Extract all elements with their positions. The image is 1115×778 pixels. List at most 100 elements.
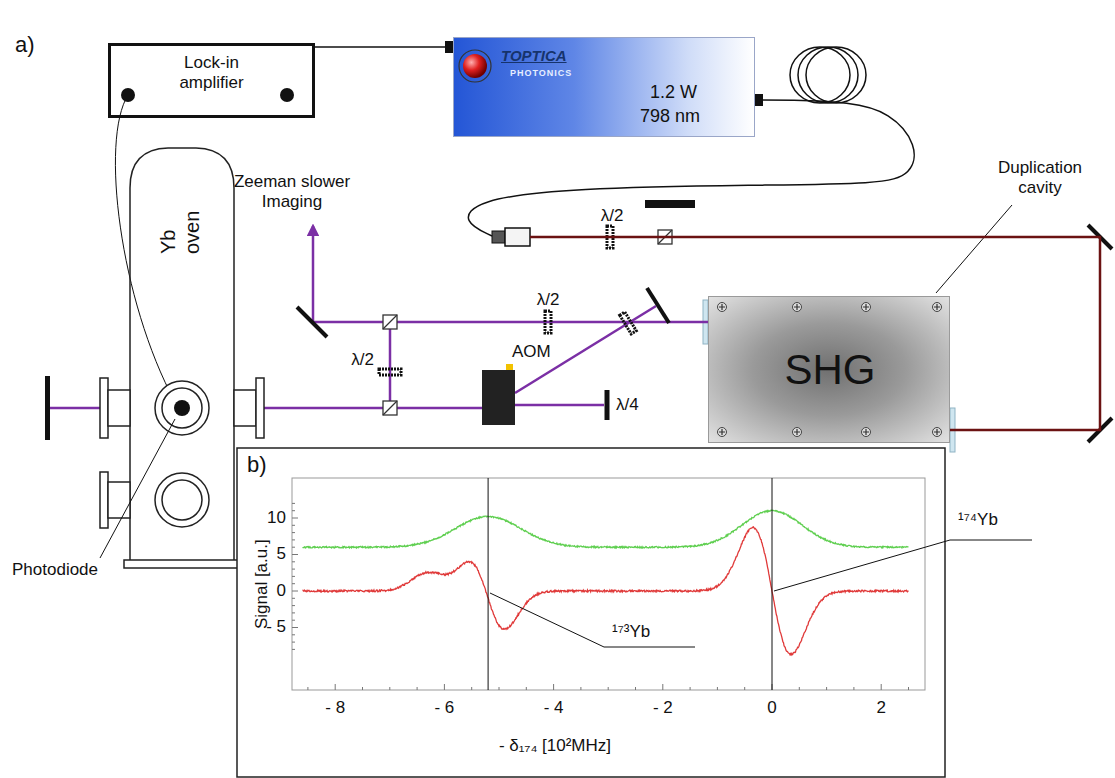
x-tick <box>608 687 609 690</box>
y-tick <box>292 539 295 540</box>
isotope-label: ¹⁷⁴Yb <box>958 510 998 530</box>
component-label: Photodiode <box>12 560 98 580</box>
y-tick <box>292 634 295 635</box>
screw <box>933 428 942 437</box>
laser-wavelength: 798 nm <box>640 106 700 128</box>
chamber-flange <box>124 560 240 568</box>
absorption-curve <box>302 510 908 548</box>
rf-connector <box>506 364 513 370</box>
x-tick-label: 2 <box>876 698 885 718</box>
viewport-flange <box>155 473 209 527</box>
x-tick <box>580 687 581 690</box>
x-tick <box>717 687 718 690</box>
box-title: Lock-in amplifier <box>152 46 272 94</box>
shg-cavity-box: SHG <box>708 296 950 443</box>
violet-beam <box>515 404 604 407</box>
laser-power: 1.2 W <box>650 82 697 104</box>
wave-plate <box>620 312 637 334</box>
svg-g <box>383 230 672 415</box>
chamber-arm <box>108 390 130 426</box>
cable-connector <box>445 41 453 53</box>
x-tick <box>444 684 445 690</box>
y-tick <box>292 620 295 621</box>
violet-beam-arrow <box>312 226 315 322</box>
screw <box>793 303 802 312</box>
oven-outline <box>130 148 234 385</box>
chamber-flange <box>256 378 264 438</box>
y-tick <box>292 627 298 628</box>
fiber-coil <box>798 47 858 103</box>
x-tick-label: - 8 <box>325 698 345 718</box>
y-tick <box>292 525 295 526</box>
mirror <box>647 288 669 323</box>
node-outline <box>130 147 234 385</box>
wave-plate-label: λ/2 <box>351 350 374 370</box>
resonance-marker <box>772 478 773 690</box>
x-tick <box>799 687 800 690</box>
y-tick <box>292 605 295 606</box>
x-tick <box>662 684 663 690</box>
x-tick-label: - 2 <box>653 698 673 718</box>
logo-ring <box>459 50 491 82</box>
wave-plate-label: λ/4 <box>616 395 639 415</box>
wave-plate-label: λ/2 <box>601 206 624 226</box>
component-label: Duplication cavity <box>985 158 1095 199</box>
screw <box>793 428 802 437</box>
chamber-arm <box>234 390 256 426</box>
viewport <box>162 480 202 520</box>
half-wave-plate <box>545 311 551 333</box>
wave-plate-label: λ/2 <box>537 290 560 310</box>
x-tick <box>526 687 527 690</box>
violet-beam <box>389 322 392 408</box>
y-tick <box>292 532 295 533</box>
chamber-arm <box>108 482 130 518</box>
y-tick <box>292 547 295 548</box>
beam-splitter-cube <box>383 315 397 329</box>
logo-ball <box>463 54 487 78</box>
beam-splitter-cube <box>383 401 397 415</box>
signal-cable <box>315 47 453 48</box>
y-tick <box>292 649 295 650</box>
beam-splitter-cube <box>383 401 397 415</box>
signal-cable <box>315 46 453 47</box>
leader-line <box>936 205 1012 293</box>
fiber-coil <box>806 47 866 103</box>
y-tick-label: 5 <box>277 544 286 564</box>
leader-line <box>774 540 1032 591</box>
x-tick <box>335 684 336 690</box>
screw <box>862 303 871 312</box>
screw <box>718 303 727 312</box>
y-tick <box>292 583 295 584</box>
violet-beam <box>48 407 100 410</box>
beam-block <box>45 376 50 440</box>
y-tick-label: 10 <box>267 508 286 528</box>
x-tick <box>881 684 882 690</box>
x-tick-label: - 6 <box>434 698 454 718</box>
x-tick <box>853 687 854 690</box>
screw <box>718 428 727 437</box>
y-tick <box>292 576 295 577</box>
viewport-flange <box>155 381 209 435</box>
x-tick-label: - 4 <box>544 698 564 718</box>
viewport <box>162 388 202 428</box>
screw <box>862 428 871 437</box>
y-tick <box>292 591 298 592</box>
leader-line <box>490 593 695 647</box>
photodiode <box>174 400 190 416</box>
bnc-connector <box>280 88 294 102</box>
component-label: AOM <box>512 342 551 362</box>
y-tick <box>292 554 298 555</box>
brand-subtitle: PHOTONICS <box>510 68 572 79</box>
fiber-coupler <box>505 228 530 246</box>
beam-splitter-cube <box>383 315 397 329</box>
fiber-port <box>755 94 763 106</box>
axis-title: - δ₁₇₄ [10²MHz] <box>499 736 611 756</box>
plot-panel <box>237 448 945 777</box>
lockin-box: Lock-in amplifier <box>108 43 315 118</box>
spectrum-plot <box>292 503 909 690</box>
isotope-label: ¹⁷³Yb <box>612 622 650 642</box>
resonance-marker <box>488 478 489 690</box>
y-tick <box>292 612 295 613</box>
